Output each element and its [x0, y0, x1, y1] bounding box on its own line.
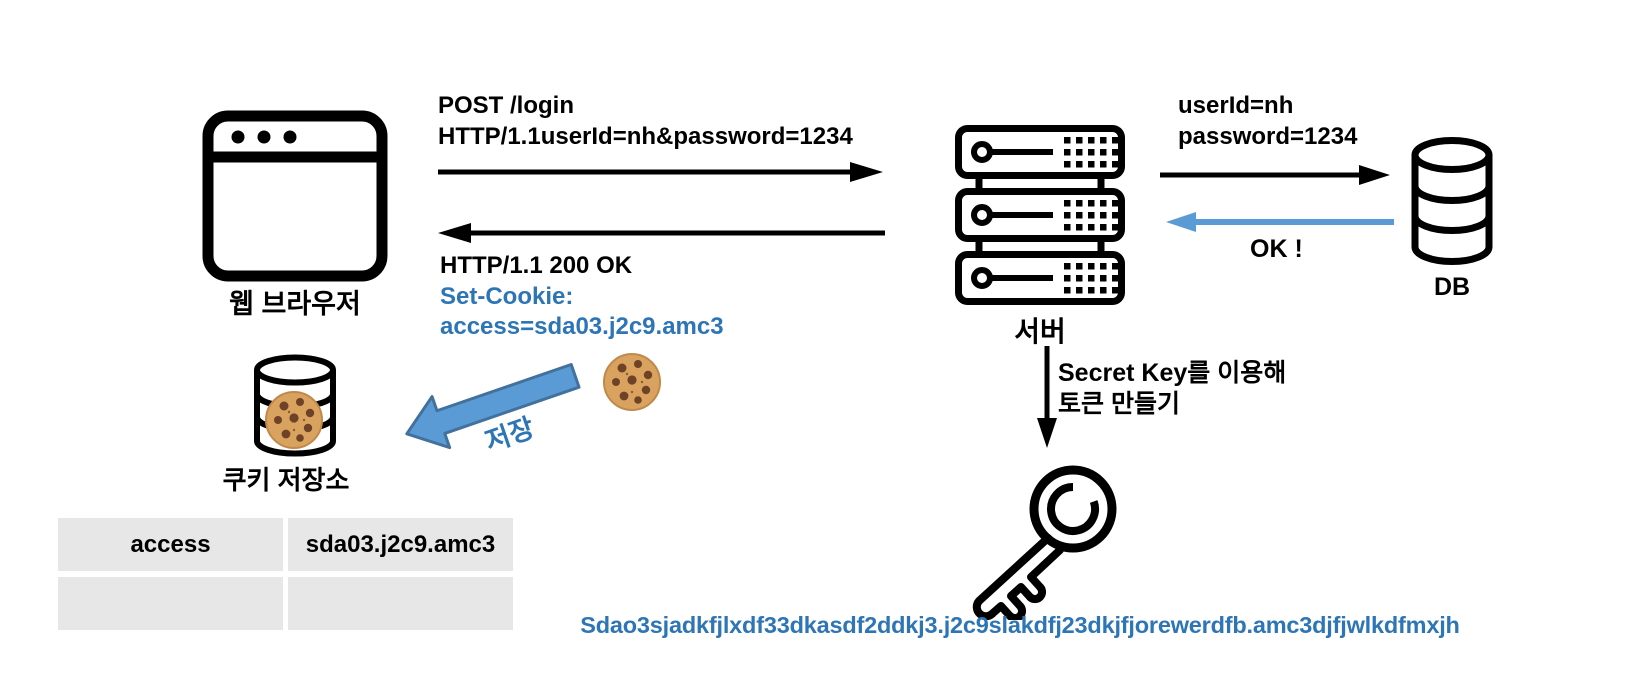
request-arrow	[438, 160, 883, 184]
response-arrow	[438, 221, 885, 245]
token-string: Sdao3sjadkfjlxdf33dkasdf2ddkj3.j2c9slakd…	[580, 612, 1460, 638]
cookie-table: access sda03.j2c9.amc3	[58, 518, 513, 630]
save-arrow	[393, 346, 588, 465]
login-request-line2: HTTP/1.1userId=nh&password=1234	[438, 123, 853, 150]
login-request-line1: POST /login	[438, 92, 574, 119]
cookie-table-cell-value: sda03.j2c9.amc3	[288, 518, 513, 571]
login-response-status: HTTP/1.1 200 OK	[440, 252, 633, 279]
db-query-arrow	[1160, 163, 1390, 187]
cookie-table-cell-key	[58, 577, 283, 630]
key-icon	[950, 452, 1125, 620]
database-cylinder-icon	[1408, 136, 1496, 268]
token-arrow	[1035, 346, 1059, 448]
db-ok-label: OK !	[1250, 235, 1303, 263]
token-note-line2: 토큰 만들기	[1058, 390, 1180, 418]
browser-label: 웹 브라우저	[229, 289, 361, 319]
cookie-icon	[602, 352, 662, 412]
cookie-icon	[264, 390, 324, 450]
db-ok-arrow	[1166, 210, 1394, 234]
cookie-store-label: 쿠키 저장소	[222, 465, 350, 495]
login-response-cookie-value: access=sda03.j2c9.amc3	[440, 313, 724, 340]
login-response-setcookie: Set-Cookie:	[440, 283, 574, 310]
db-label: DB	[1433, 273, 1471, 301]
cookie-table-cell-key: access	[58, 518, 283, 571]
browser-window-icon	[202, 110, 388, 282]
db-query-line2: password=1234	[1178, 123, 1358, 150]
token-note-line1: Secret Key를 이용해	[1058, 359, 1287, 387]
server-rack-icon	[955, 125, 1125, 305]
cookie-table-cell-value	[288, 577, 513, 630]
db-query-line1: userId=nh	[1178, 92, 1294, 119]
server-label: 서버	[1014, 316, 1066, 347]
